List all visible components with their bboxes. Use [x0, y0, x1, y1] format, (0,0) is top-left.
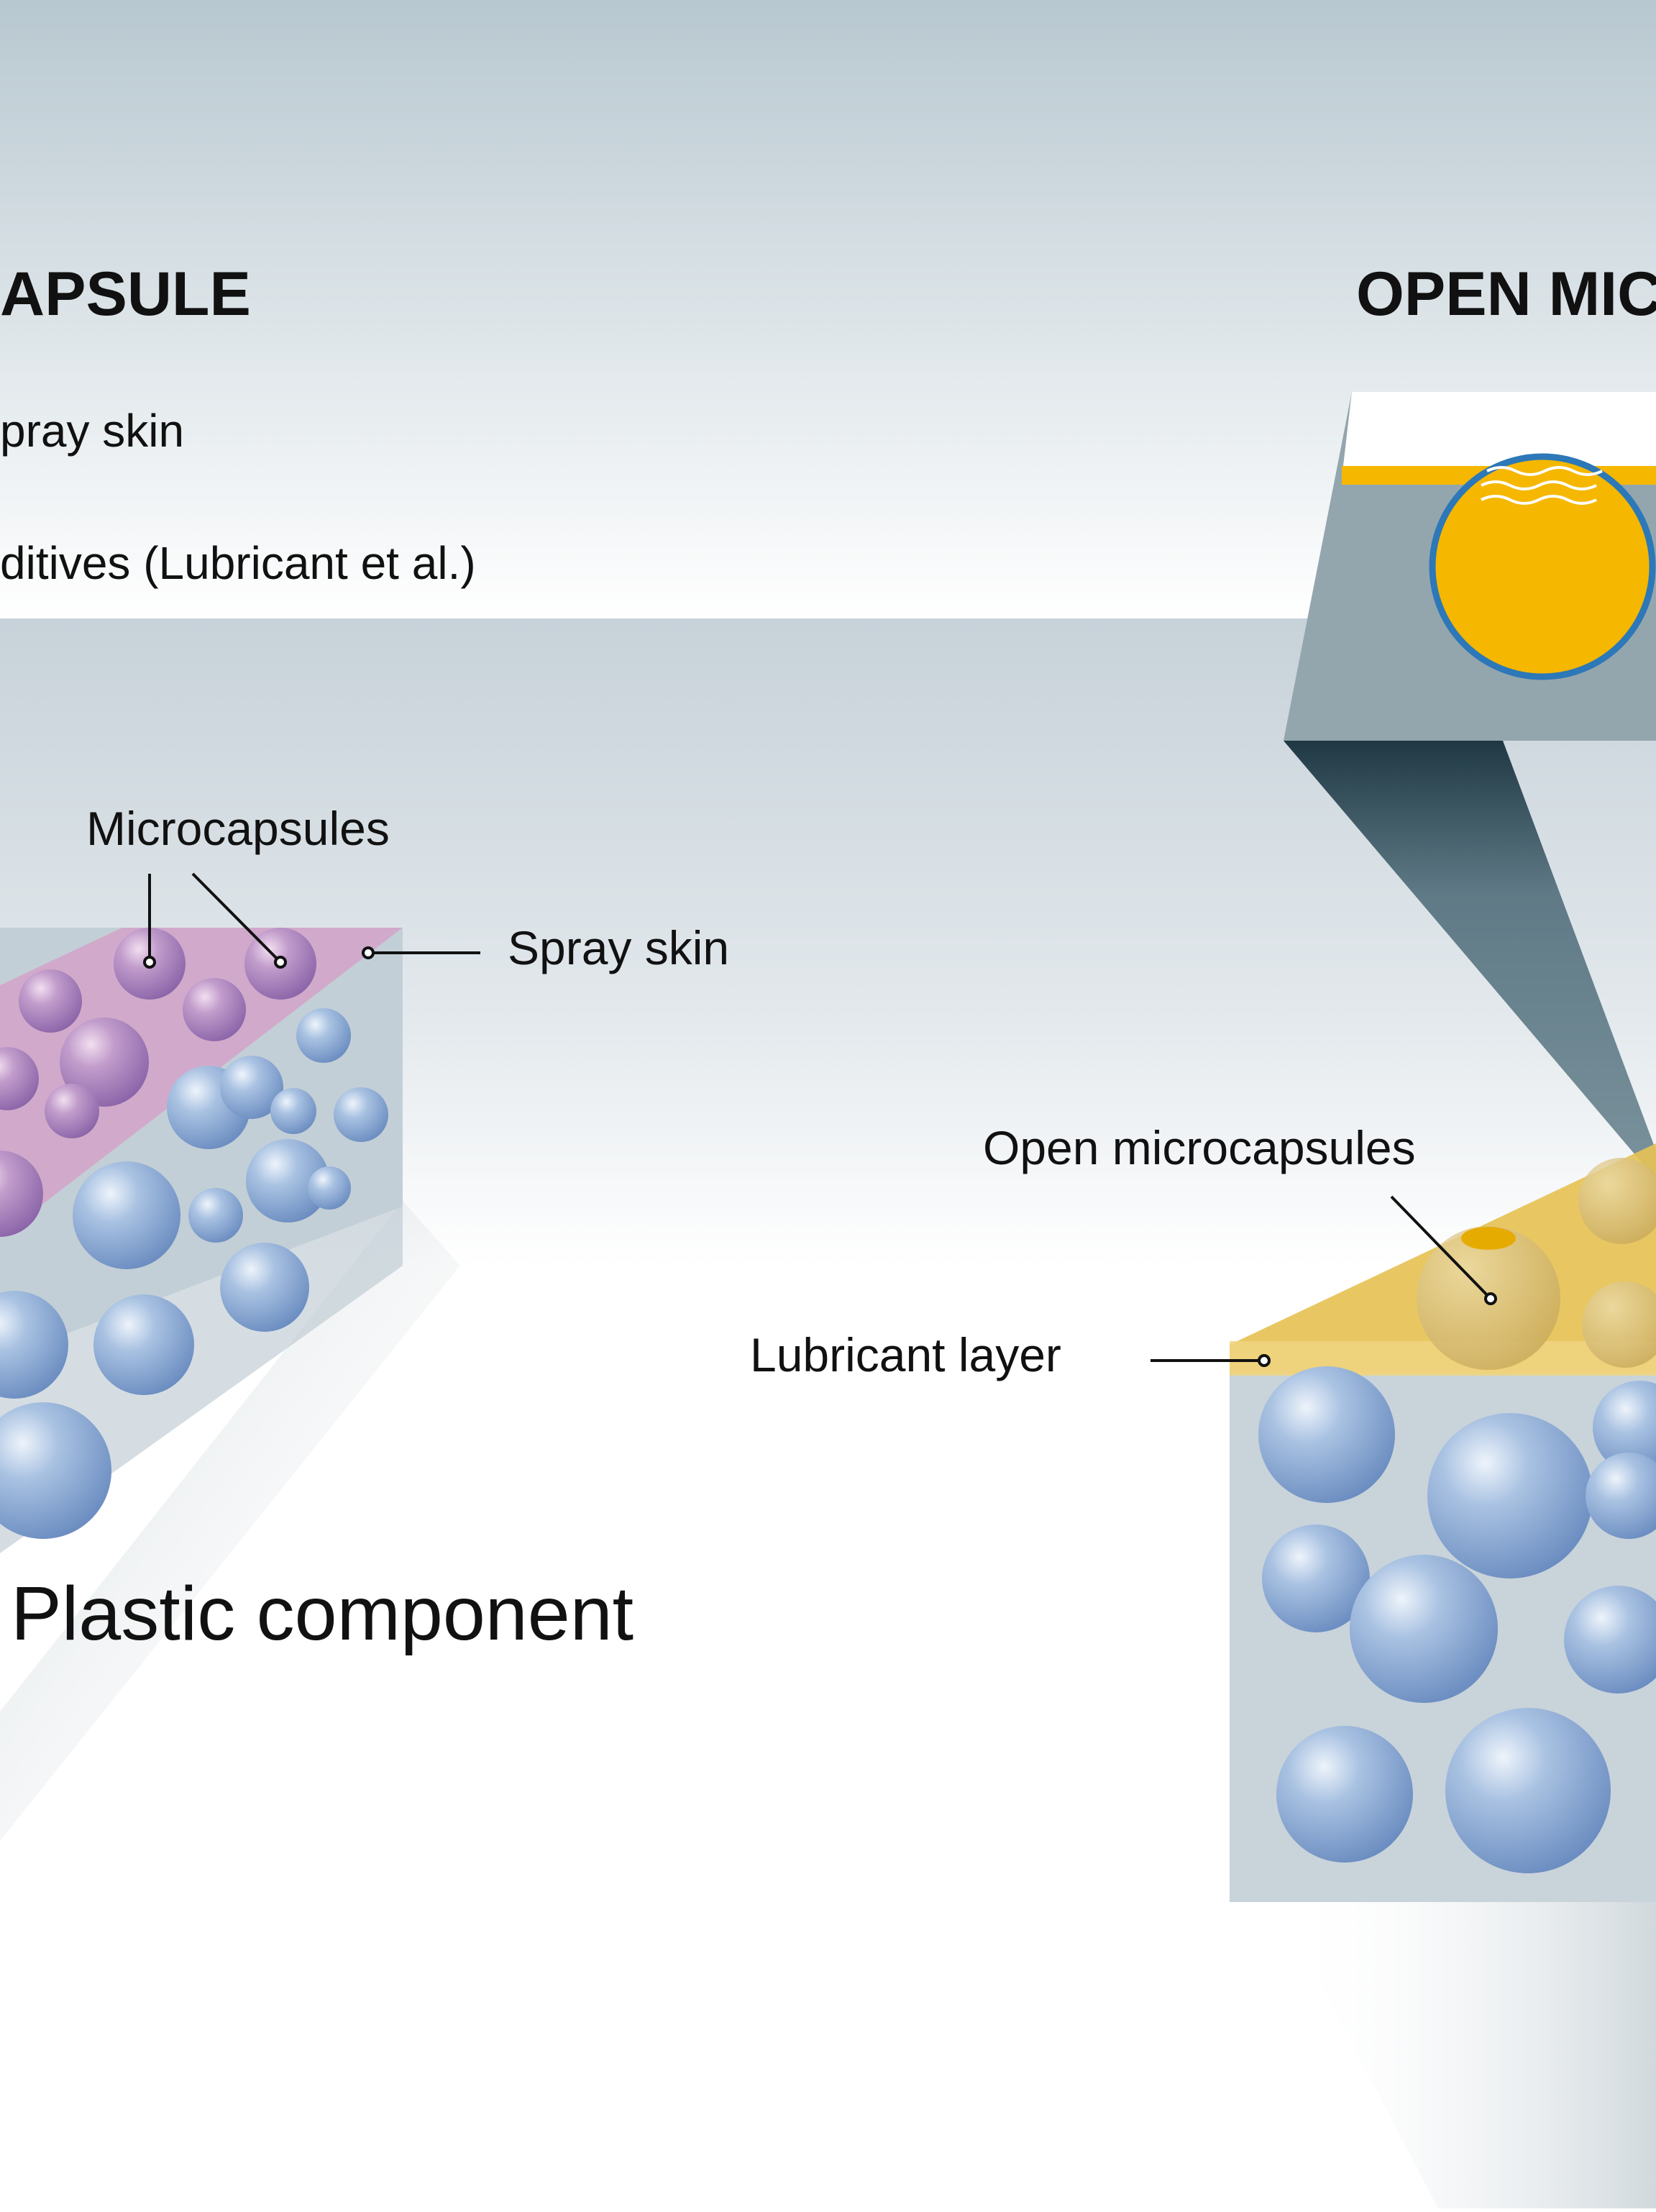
- microcapsule-blue: [270, 1088, 316, 1134]
- open-microcapsule: [1578, 1158, 1656, 1244]
- microcapsule-blue: [1258, 1366, 1395, 1503]
- leader-dot-4: [1484, 1292, 1497, 1305]
- microcapsule-purple: [19, 969, 82, 1033]
- microcapsule-blue: [1262, 1525, 1370, 1632]
- microcapsule-blue: [1276, 1726, 1413, 1863]
- oil-droplet: [1461, 1227, 1516, 1250]
- right-block-shadow: [1280, 1841, 1656, 2208]
- microcapsule-blue: [1350, 1555, 1498, 1703]
- right-title: OPEN MIC: [1356, 260, 1656, 329]
- inset-capsule-outline: [1429, 453, 1656, 680]
- microcapsule-blue: [220, 1056, 283, 1119]
- leader-dot-5: [1258, 1354, 1271, 1367]
- label-spray-skin: Spray skin: [508, 921, 730, 974]
- microcapsule-blue: [0, 1291, 68, 1399]
- legend-spray-skin: pray skin: [0, 405, 185, 457]
- open-microcapsule: [1582, 1281, 1656, 1368]
- microcapsule-blue: [1564, 1586, 1656, 1694]
- leader-open-microcapsules: [1390, 1195, 1492, 1300]
- label-lubricant-layer: Lubricant layer: [750, 1328, 1061, 1381]
- legend-additives: ditives (Lubricant et al.): [0, 537, 476, 589]
- microcapsule-purple: [183, 978, 246, 1041]
- microcapsule-blue: [334, 1087, 388, 1142]
- zoom-inset: [1284, 392, 1656, 1179]
- microcapsule-purple: [60, 1018, 149, 1107]
- microcapsule-blue: [308, 1166, 351, 1210]
- microcapsule-blue: [1445, 1708, 1611, 1873]
- left-title: APSULE: [0, 260, 251, 329]
- label-open-microcapsules: Open microcapsules: [983, 1121, 1416, 1174]
- leader-lines: [143, 872, 1497, 1367]
- microcapsule-blue: [188, 1188, 243, 1243]
- inset-capsule-fill: [1432, 457, 1652, 677]
- leader-dot-2: [274, 956, 287, 969]
- microcapsule-blue: [296, 1008, 351, 1063]
- microcapsule-blue: [93, 1294, 194, 1395]
- microcapsule-blue: [73, 1161, 180, 1269]
- label-microcapsules: Microcapsules: [86, 802, 390, 855]
- label-plastic-component: Plastic component: [11, 1571, 634, 1656]
- inset-waves: [1481, 466, 1603, 505]
- inset-skin-white: [1343, 392, 1656, 466]
- microcapsule-purple: [0, 1151, 43, 1237]
- microcapsule-purple: [0, 1047, 39, 1110]
- leader-dot-1: [143, 956, 156, 969]
- zoom-beam: [1284, 741, 1656, 1179]
- microcapsule-blue: [0, 1402, 111, 1539]
- microcapsule-blue: [1593, 1381, 1656, 1474]
- leader-dot-3: [362, 946, 375, 959]
- microcapsule-blue: [246, 1139, 329, 1222]
- microcapsule-blue: [220, 1243, 309, 1332]
- microcapsule-purple: [45, 1084, 99, 1138]
- microcapsule-blue: [1586, 1453, 1656, 1539]
- microcapsule-blue: [1427, 1413, 1593, 1578]
- left-block-shadow: [0, 1201, 460, 1841]
- leader-microcapsules-2: [191, 872, 282, 964]
